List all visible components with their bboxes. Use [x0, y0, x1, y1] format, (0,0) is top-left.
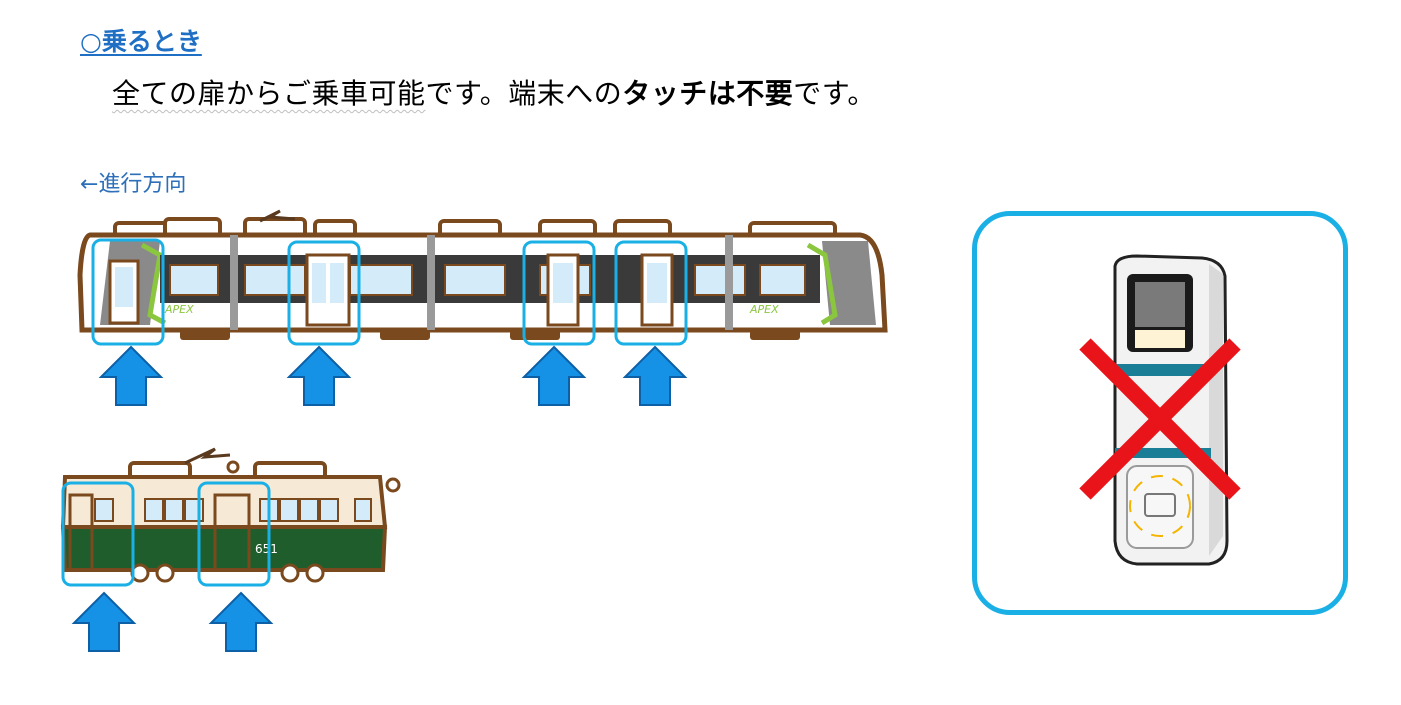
section-heading: ○乗るとき: [80, 27, 202, 56]
boarding-arrow-icon: [100, 346, 162, 406]
articulated-tram-illustration: APEX APEX: [70, 205, 900, 415]
tram-brand-text: APEX: [164, 303, 194, 316]
door-highlight: [614, 240, 688, 346]
instruction-emphasis: タッチは不要: [622, 77, 794, 110]
door-highlight: [91, 238, 165, 346]
boarding-arrow-icon: [523, 346, 585, 406]
tram-brand-text-rear: APEX: [749, 303, 779, 316]
classic-tram-illustration: 651: [55, 445, 415, 660]
travel-direction-label: ←進行方向: [80, 172, 187, 197]
red-x-icon: [1079, 338, 1241, 500]
boarding-arrow-icon: [288, 346, 350, 406]
instruction-part-1: 全ての扉からご乗車可能: [112, 77, 426, 110]
boarding-arrow-icon: [624, 346, 686, 406]
instruction-part-2: です。端末への: [425, 77, 623, 110]
door-highlight: [522, 240, 596, 346]
door-highlight: [287, 240, 361, 346]
boarding-arrow-icon: [73, 592, 135, 652]
boarding-arrow-icon: [210, 592, 272, 652]
boarding-instruction: 全ての扉からご乗車可能です。端末へのタッチは不要です。: [112, 72, 876, 112]
instruction-part-4: です。: [793, 77, 876, 110]
no-touch-panel: [972, 211, 1348, 615]
tram-number: 651: [255, 542, 278, 556]
card-reader-icon: [1079, 254, 1241, 566]
